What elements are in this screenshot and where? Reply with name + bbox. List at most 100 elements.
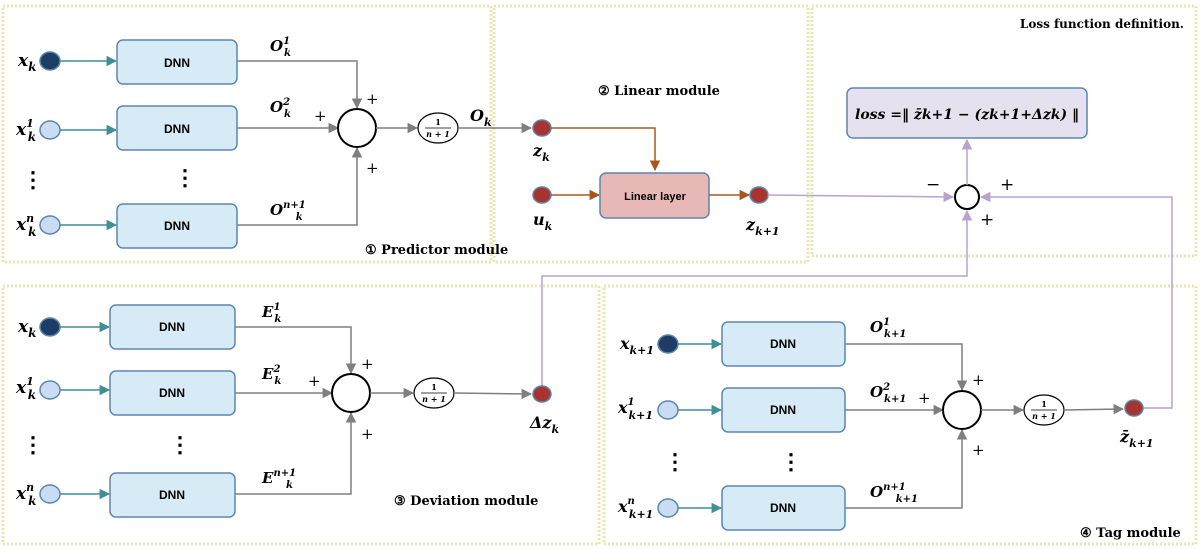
linear-uk-label: uk: [533, 210, 553, 233]
deviation-sign-1: +: [308, 372, 321, 390]
predictor-panel: [1, 4, 493, 264]
loss-arrow-from-zbar: [979, 191, 1173, 409]
predictor-sign-0: +: [366, 90, 379, 108]
tag-line-out-0: [845, 343, 968, 392]
tag-input-0: xk+1: [619, 334, 654, 357]
tag-zbar-node: [1124, 399, 1144, 417]
predictor-line-out-2: [237, 146, 363, 226]
loss-sign-plus-bottom: +: [980, 210, 994, 230]
loss-panel: [810, 4, 1198, 258]
predictor-dnn-0: [116, 39, 238, 85]
tag-sign-1: +: [918, 389, 931, 407]
predictor-vdots-mid: ⋮: [174, 165, 196, 191]
loss-module: Loss function definition. loss =‖ z̄k+1 …: [541, 17, 1184, 409]
deviation-sum-node: [331, 373, 371, 413]
tag-result: z̄k+1: [1119, 427, 1154, 450]
tag-dnn-2-label: DNN: [770, 501, 796, 515]
tag-sign-2: +: [972, 441, 985, 459]
deviation-line-out-0: [235, 326, 357, 375]
linear-zk-label: zk: [532, 141, 550, 164]
deviation-divider-den: n + 1: [422, 394, 446, 404]
deviation-line-out-2: [235, 411, 357, 495]
tag-divider-num: 1: [1041, 399, 1047, 409]
tag-vdots-mid: ⋮: [780, 449, 802, 475]
predictor-sign-1: +: [314, 107, 327, 125]
linear-module: ② Linear module zk uk Linear layer zk+1: [532, 84, 780, 238]
deviation-sign-2: +: [361, 425, 374, 443]
tag-input-node-1: [657, 400, 679, 420]
loss-sign-minus: −: [926, 175, 940, 195]
linear-layer-label: Linear layer: [624, 191, 686, 203]
predictor-sum-node: [337, 108, 377, 148]
predictor-result: Ok: [470, 106, 492, 129]
tag-vdots-left: ⋮: [664, 449, 686, 475]
predictor-dnn-2-label: DNN: [164, 219, 190, 233]
linear-panel: [492, 4, 810, 264]
predictor-dnn-2: [116, 203, 238, 249]
predictor-input-node-2: [39, 215, 61, 235]
predictor-input-0: xk: [17, 51, 36, 74]
deviation-dnn-2: [109, 472, 236, 518]
deviation-arrow-to-dz: [453, 388, 533, 400]
deviation-dz-node: [532, 385, 552, 403]
tag-module-label: ④ Tag module: [1080, 526, 1181, 541]
deviation-dnn-2-label: DNN: [159, 488, 185, 502]
tag-sum-node: [942, 390, 982, 430]
deviation-panel: [1, 284, 601, 546]
loss-sign-plus-right: +: [1000, 175, 1014, 195]
linear-zk-node: [532, 119, 552, 137]
tag-input-node-2: [657, 498, 679, 518]
deviation-module-label: ③ Deviation module: [394, 494, 538, 509]
deviation-dnn-1-label: DNN: [159, 386, 185, 400]
predictor-line-out-0: [237, 60, 363, 110]
deviation-input-0: xk: [17, 317, 36, 340]
predictor-divider-den: n + 1: [426, 129, 450, 139]
tag-arrow-to-zbar: [1063, 403, 1125, 415]
predictor-dnn-1-label: DNN: [164, 122, 190, 136]
tag-line-out-2: [845, 428, 968, 509]
deviation-dnn-0-label: DNN: [159, 320, 185, 334]
linear-zk1-label: zk+1: [745, 215, 780, 238]
linear-zk1-node: [749, 186, 769, 204]
deviation-vdots-left: ⋮: [22, 432, 44, 458]
predictor-input-node-1: [39, 120, 61, 140]
tag-dnn-0-label: DNN: [770, 337, 796, 351]
linear-module-label: ② Linear module: [598, 84, 720, 99]
tag-divider-den: n + 1: [1032, 411, 1056, 421]
predictor-dnn-0-label: DNN: [164, 56, 190, 70]
tag-panel: [602, 284, 1198, 546]
linear-uk-node: [532, 186, 552, 204]
loss-formula-box: [846, 87, 1088, 139]
loss-formula: loss =‖ z̄k+1 − (zk+1+Δzk) ‖: [855, 107, 1079, 123]
predictor-divider-num: 1: [435, 117, 441, 127]
predictor-vdots-left: ⋮: [22, 167, 44, 193]
deviation-result: Δzk: [529, 413, 560, 436]
deviation-divider-num: 1: [431, 382, 437, 392]
panel-borders: [1, 4, 1198, 546]
loss-sum-node: [954, 184, 980, 210]
deviation-sign-0: +: [361, 355, 374, 373]
deviation-input-node-0: [39, 317, 61, 337]
loss-panel-label: Loss function definition.: [1020, 17, 1184, 31]
loss-arrow-from-dz: [541, 209, 973, 386]
linear-arrow-zk: [551, 127, 661, 172]
predictor-input-node-0: [39, 51, 61, 71]
predictor-module-label: ① Predictor module: [365, 243, 508, 258]
